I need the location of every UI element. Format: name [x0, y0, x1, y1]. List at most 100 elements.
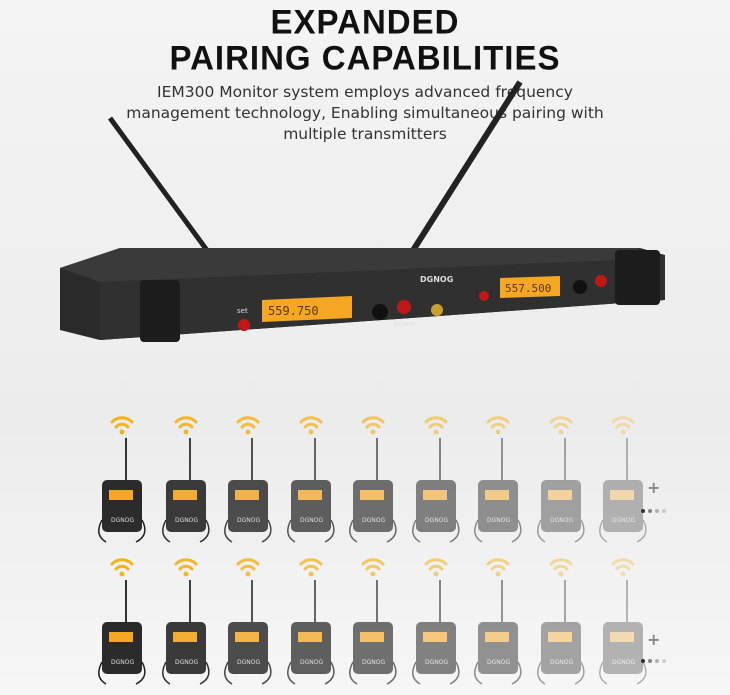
description: IEM300 Monitor system employs advanced f…: [100, 82, 630, 145]
svg-text:DGNOG: DGNOG: [612, 659, 635, 666]
receiver-bodypack: DGNOG: [160, 552, 212, 691]
set-label: set: [237, 307, 248, 315]
wifi-signal-icon: [361, 558, 385, 571]
receiver-bodypack: DGNOG: [285, 410, 337, 549]
svg-text:DGNOG: DGNOG: [550, 517, 573, 524]
wifi-signal-icon: [299, 558, 323, 571]
antenna-left: [107, 116, 223, 270]
svg-text:DGNOG: DGNOG: [111, 659, 134, 666]
bodypack-lcd: [423, 490, 447, 500]
lcd-right-text: 557.500: [505, 282, 551, 295]
receiver-bodypack: DGNOG: [96, 410, 148, 549]
brand-logo: DGNOG: [420, 275, 453, 284]
receiver-bodypack: DGNOG: [410, 410, 462, 549]
bodypack-body: [166, 622, 206, 674]
bodypack-lcd: [109, 632, 133, 642]
wifi-signal-icon: [110, 416, 134, 429]
receiver-bodypack: DGNOG: [160, 410, 212, 549]
lcd-left: [262, 296, 352, 322]
bodypack-lcd: [548, 490, 572, 500]
receiver-bodypack: DGNOG: [347, 552, 399, 691]
wifi-signal-icon: [424, 558, 448, 571]
description-line1: IEM300 Monitor system employs advanced f…: [157, 83, 573, 101]
rack-handle-right: [615, 250, 660, 305]
wifi-signal-icon: [549, 558, 573, 571]
bodypack-body: [102, 622, 142, 674]
svg-text:DGNOG: DGNOG: [612, 517, 635, 524]
headphone-jack: [431, 304, 443, 316]
transmitter-unit: 559.750 557.500 DGNOG set power: [60, 80, 665, 342]
svg-text:DGNOG: DGNOG: [425, 659, 448, 666]
bodypack-body: [603, 480, 643, 532]
wifi-signal-icon: [361, 416, 385, 429]
wifi-signal-icon: [486, 558, 510, 571]
receiver-bodypack: DGNOG: [597, 552, 649, 691]
bodypack-body: [166, 480, 206, 532]
more-dots-icon: [641, 659, 666, 663]
receiver-bodypack: DGNOG: [535, 410, 587, 549]
bodypack-lcd: [298, 490, 322, 500]
bodypack-body: [291, 480, 331, 532]
bodypack-body: [478, 480, 518, 532]
bodypack-lcd: [548, 632, 572, 642]
svg-text:DGNOG: DGNOG: [425, 517, 448, 524]
bodypack-lcd: [360, 490, 384, 500]
set-button-left: [238, 319, 250, 331]
bodypack-lcd: [423, 632, 447, 642]
svg-text:DGNOG: DGNOG: [487, 659, 510, 666]
wifi-signal-icon: [174, 416, 198, 429]
bodypack-body: [102, 480, 142, 532]
bodypack-lcd: [173, 490, 197, 500]
power-label: power: [394, 320, 416, 328]
bodypack-body: [541, 622, 581, 674]
bodypack-lcd: [235, 632, 259, 642]
bodypack-body: [416, 480, 456, 532]
bodypack-lcd: [610, 632, 634, 642]
bodypack-lcd: [109, 490, 133, 500]
bodypack-lcd: [235, 490, 259, 500]
wifi-signal-icon: [236, 558, 260, 571]
headline-line1: EXPANDED: [270, 2, 460, 41]
svg-text:DGNOG: DGNOG: [237, 659, 260, 666]
antenna-right: [409, 80, 523, 254]
power-button-right: [595, 275, 607, 287]
bodypack-body: [478, 622, 518, 674]
receiver-bodypack: DGNOG: [472, 410, 524, 549]
receiver-bodypack: DGNOG: [347, 410, 399, 549]
svg-text:DGNOG: DGNOG: [550, 659, 573, 666]
wifi-signal-icon: [611, 558, 635, 571]
headline-line2: PAIRING CAPABILITIES: [169, 38, 561, 77]
bodypack-body: [291, 622, 331, 674]
bodypack-body: [228, 622, 268, 674]
description-line2: management technology, Enabling simultan…: [126, 104, 604, 122]
svg-text:DGNOG: DGNOG: [362, 659, 385, 666]
bodypack-body: [603, 622, 643, 674]
bodypack-lcd: [610, 490, 634, 500]
more-plus-icon: +: [647, 630, 661, 649]
receiver-bodypack: DGNOG: [222, 552, 274, 691]
wifi-signal-icon: [174, 558, 198, 571]
svg-text:DGNOG: DGNOG: [237, 517, 260, 524]
receiver-bodypack: DGNOG: [410, 552, 462, 691]
receiver-bodypack: DGNOG: [222, 410, 274, 549]
receiver-bodypack: DGNOG: [597, 410, 649, 549]
wifi-signal-icon: [110, 558, 134, 571]
svg-text:DGNOG: DGNOG: [362, 517, 385, 524]
bodypack-body: [416, 622, 456, 674]
bodypack-lcd: [298, 632, 322, 642]
more-plus-icon: +: [647, 478, 661, 497]
wifi-signal-icon: [299, 416, 323, 429]
wifi-signal-icon: [486, 416, 510, 429]
receiver-bodypack: DGNOG: [285, 552, 337, 691]
receiver-bodypack: DGNOG: [472, 552, 524, 691]
lcd-right: [500, 276, 560, 298]
svg-text:DGNOG: DGNOG: [487, 517, 510, 524]
bodypack-lcd: [485, 632, 509, 642]
bodypack-lcd: [173, 632, 197, 642]
set-button-right: [479, 291, 489, 301]
svg-text:DGNOG: DGNOG: [175, 517, 198, 524]
bodypack-lcd: [485, 490, 509, 500]
bodypack-body: [541, 480, 581, 532]
wifi-signal-icon: [549, 416, 573, 429]
bodypack-body: [228, 480, 268, 532]
